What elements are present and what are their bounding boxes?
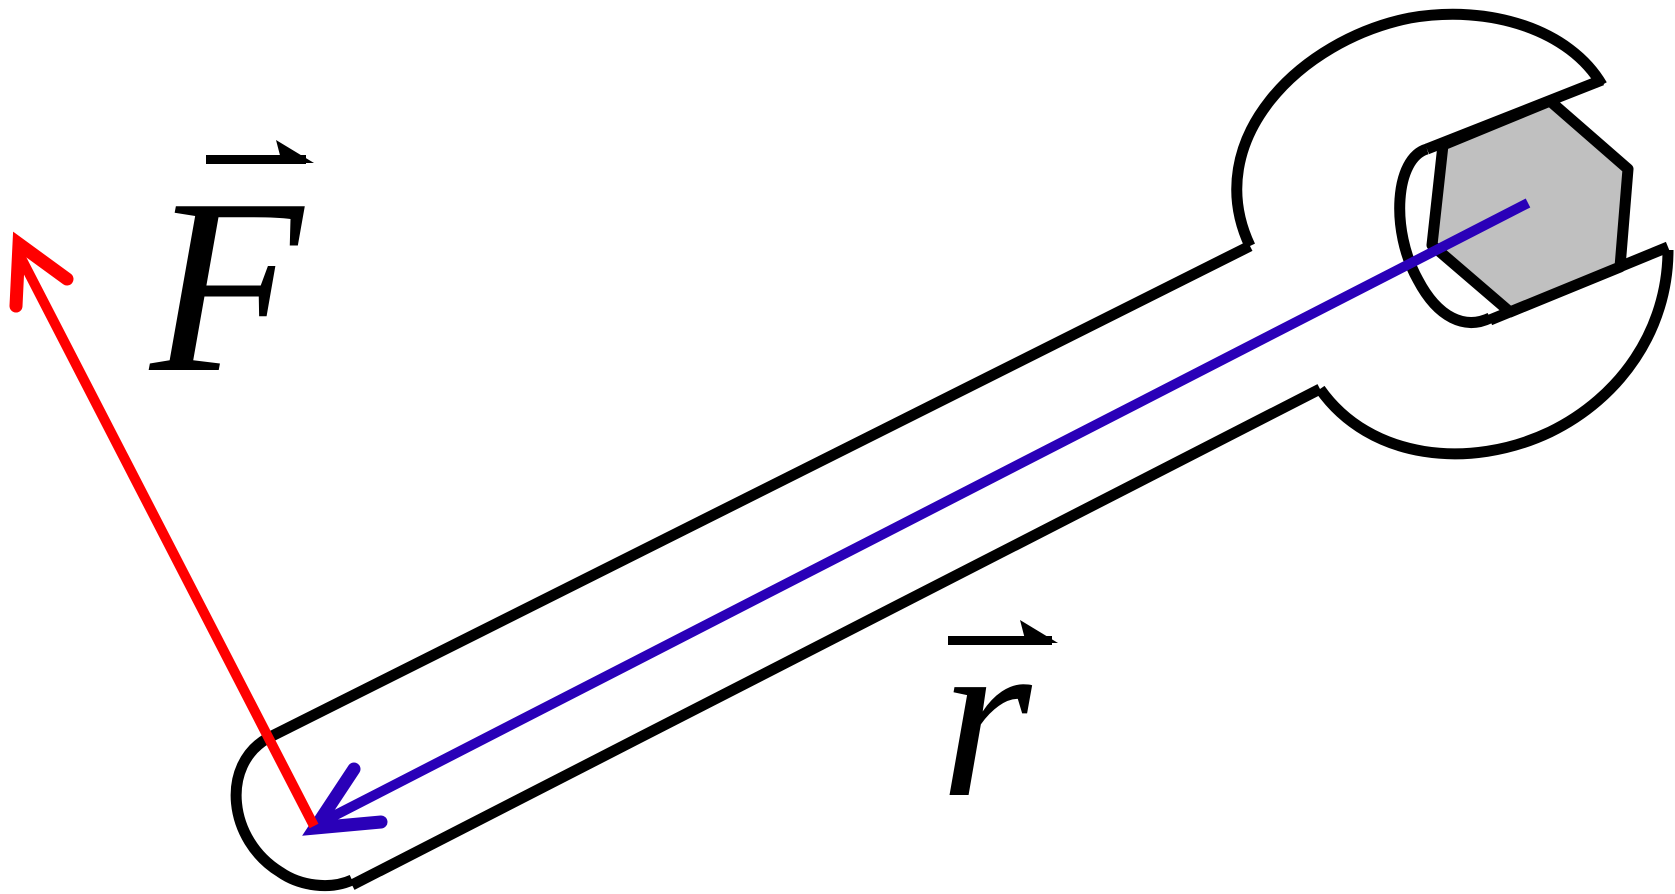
wrench-handle-lower-edge <box>349 384 1323 890</box>
wrench-head-upper-jaw <box>1231 8 1607 249</box>
radius-label: r <box>940 586 1058 846</box>
force-vector-arrowhead <box>9 231 74 313</box>
radius-vector-shaft <box>319 198 1531 827</box>
wrench-handle-upper-edge <box>265 241 1253 743</box>
radius-label-text: r <box>940 586 1033 846</box>
radius-vector <box>302 198 1531 836</box>
force-vector-shaft <box>14 251 319 829</box>
hex-nut <box>1426 95 1634 318</box>
wrench-head-lower-jaw <box>1315 249 1674 460</box>
force-label-text: F <box>148 148 305 425</box>
wrench-handle-end <box>230 733 355 891</box>
radius-vector-arrowhead <box>302 762 388 836</box>
force-label: F <box>148 140 314 425</box>
harpoon-arrow-icon <box>206 140 314 164</box>
wrench-jaw-throat <box>1394 143 1493 328</box>
force-vector <box>9 231 319 829</box>
harpoon-arrow-icon <box>948 620 1058 645</box>
